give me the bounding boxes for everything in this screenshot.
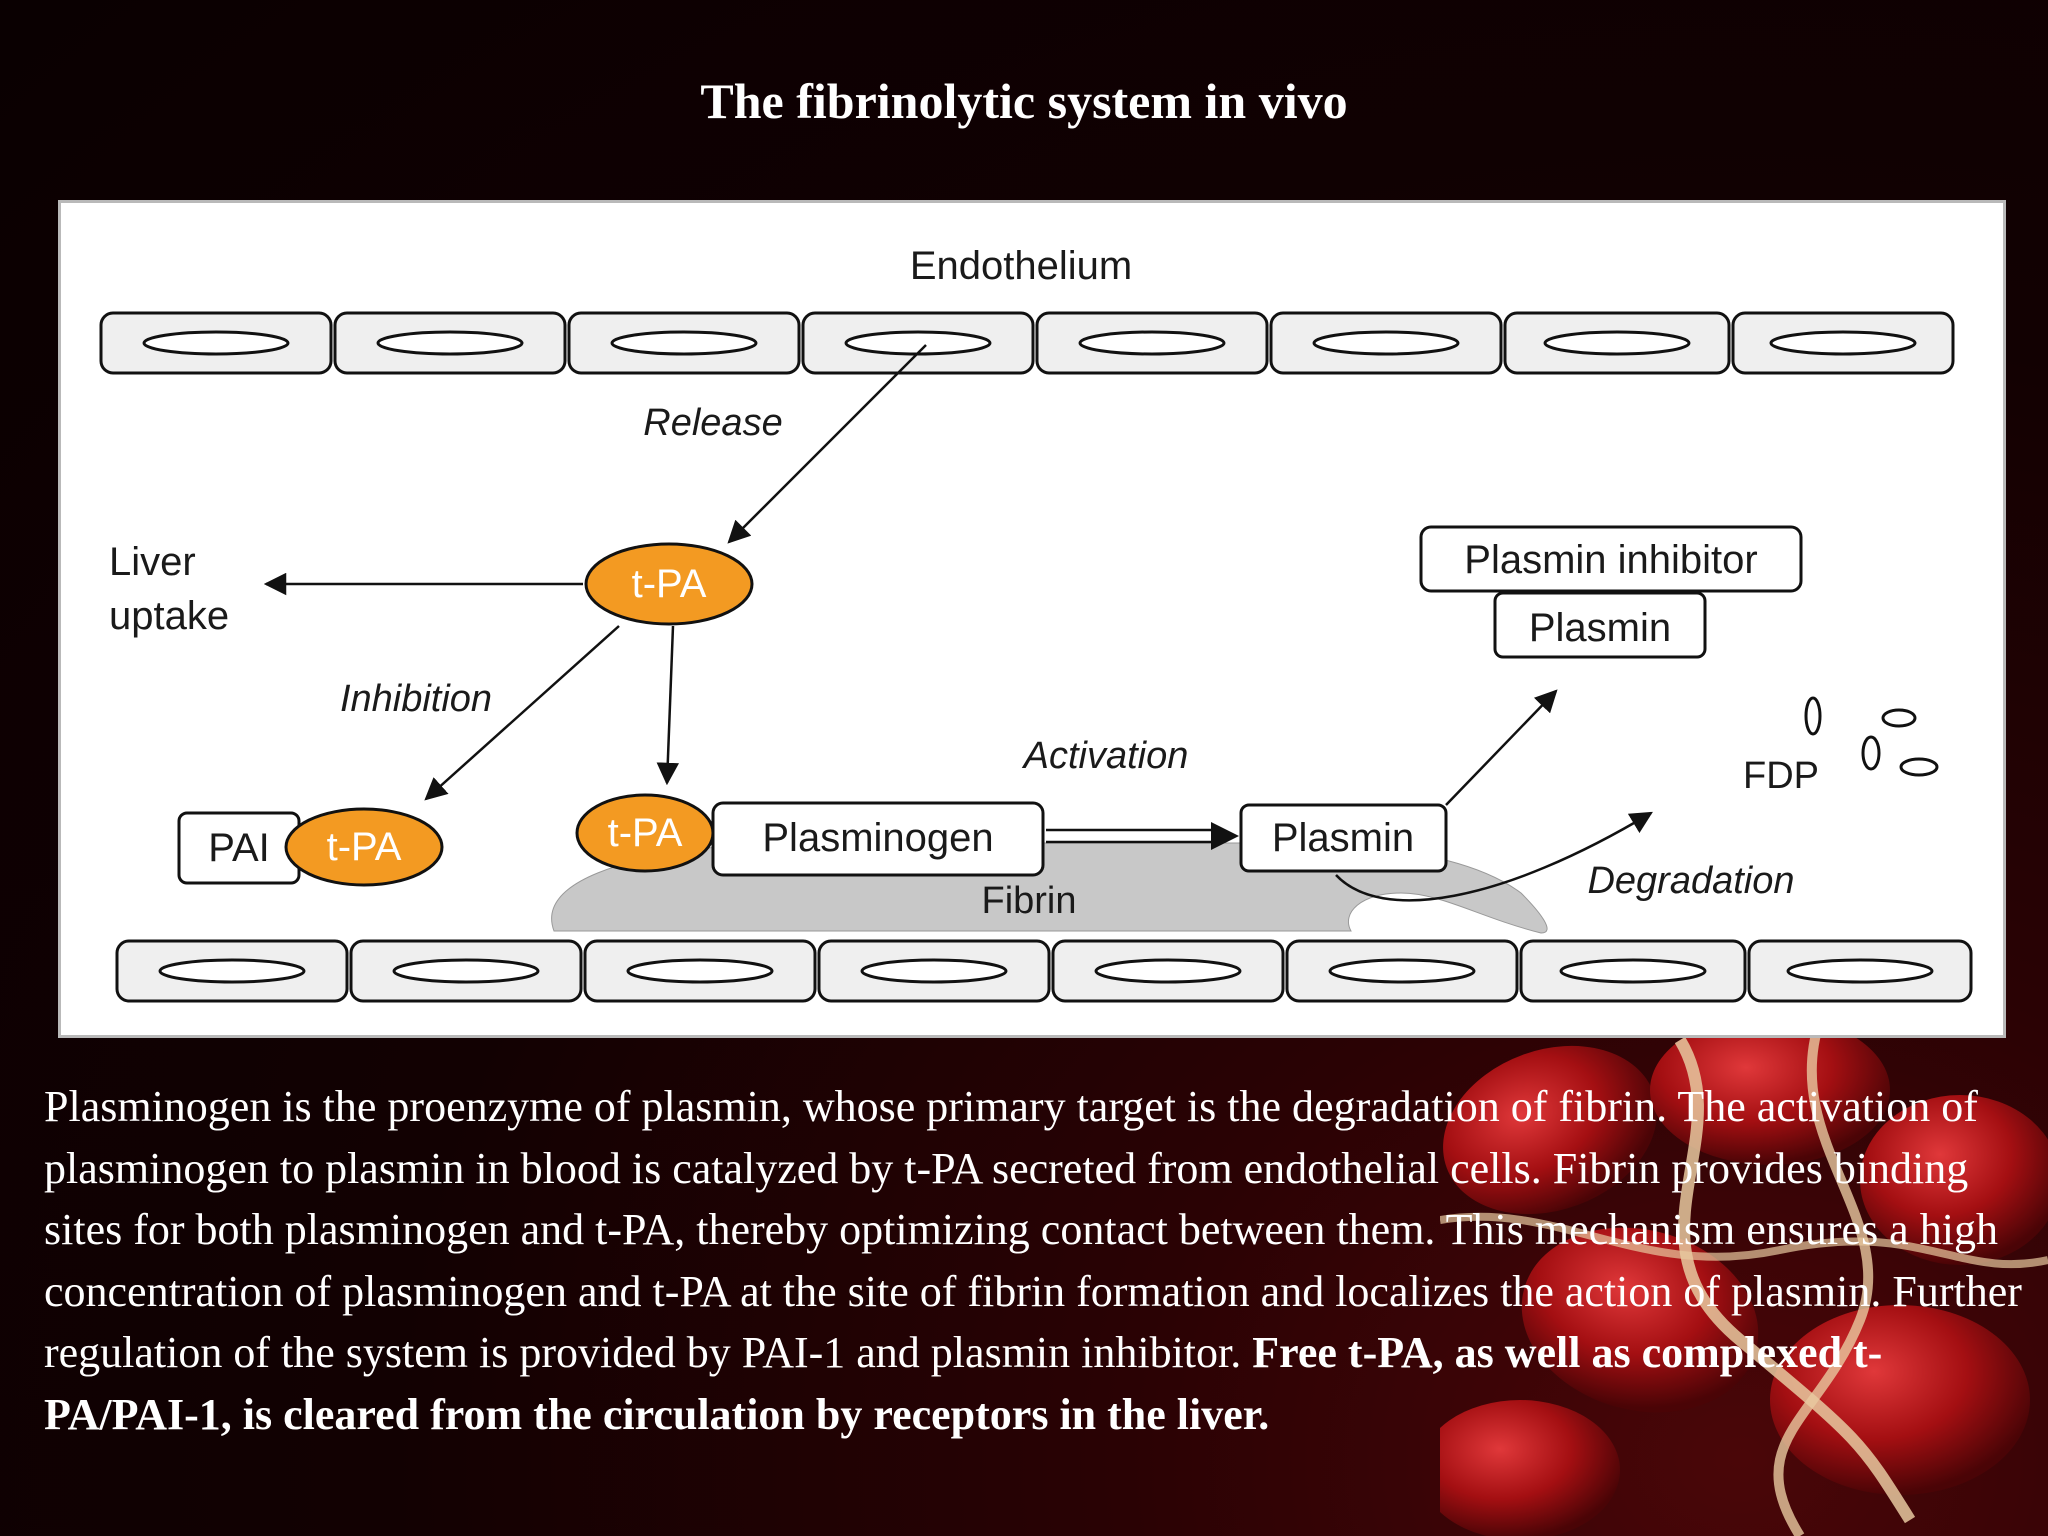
cell-nucleus (1543, 330, 1691, 356)
plasmin-inhibitor-label: Plasmin inhibitor (1464, 538, 1757, 582)
tpa-complex-label: t-PA (327, 825, 402, 869)
plasmin-complex-box (1493, 591, 1707, 659)
fdp-label: FDP (1743, 755, 1819, 797)
cell-nucleus (142, 330, 290, 356)
top-endothelium (99, 311, 1955, 375)
activation-arrowhead (1211, 822, 1239, 850)
plasminogen-box (711, 801, 1045, 877)
plasmin-complex-label: Plasmin (1529, 606, 1671, 650)
plasmin-box (1239, 803, 1448, 873)
fibrin-label: Fibrin (981, 880, 1076, 922)
cell-nucleus (158, 958, 306, 984)
cell-nucleus (1078, 330, 1226, 356)
activation-label: Activation (1022, 735, 1189, 777)
fdp-fragment (1899, 757, 1939, 777)
description-text: Plasminogen is the proenzyme of plasmin,… (44, 1082, 2022, 1377)
fdp-fragment (1804, 696, 1822, 736)
plasmin-label: Plasmin (1272, 816, 1414, 860)
fibrinolysis-diagram: Endothelium Release t-PA Li (58, 200, 2006, 1038)
diagram-canvas: Endothelium Release t-PA Li (99, 244, 1973, 1003)
cell-nucleus (626, 958, 774, 984)
plasminogen-label: Plasminogen (762, 816, 993, 860)
tpa-free-ellipse (584, 542, 754, 626)
inhibition-label: Inhibition (340, 678, 492, 720)
release-arrow (727, 344, 927, 544)
cell-nucleus (1312, 330, 1460, 356)
bottom-endothelium (115, 939, 1973, 1003)
tpa-free-label: t-PA (632, 562, 707, 606)
fdp-fragment (1861, 735, 1881, 771)
cell-nucleus (392, 958, 540, 984)
inhibition-arrow (424, 625, 620, 801)
liver-uptake-label-line1: Liver (109, 540, 196, 584)
endothelium-label: Endothelium (910, 244, 1132, 288)
description-paragraph: Plasminogen is the proenzyme of plasmin,… (44, 1076, 2024, 1445)
tpa-binding-arrow (656, 625, 680, 786)
cell-nucleus (860, 958, 1008, 984)
cell-nucleus (610, 330, 758, 356)
degradation-label: Degradation (1587, 860, 1794, 902)
liver-uptake-label-line2: uptake (109, 594, 229, 638)
plasmin-inhibition-arrow (1445, 689, 1558, 806)
plasmin-inhibitor-box (1419, 525, 1803, 593)
cell-nucleus (1328, 958, 1476, 984)
cell-nucleus (844, 330, 992, 356)
pai-label: PAI (208, 826, 270, 870)
cell-nucleus (1769, 330, 1917, 356)
cell-nucleus (1786, 958, 1934, 984)
tpa-complex-ellipse (284, 807, 444, 887)
tpa-bound-label: t-PA (608, 811, 683, 855)
fdp-fragment (1881, 708, 1917, 728)
fdp-fragments (1804, 696, 1939, 777)
blood-cells-decoration (1440, 1020, 2048, 1536)
degradation-arrow (1335, 811, 1653, 902)
release-label: Release (643, 402, 782, 444)
cell-nucleus (1094, 958, 1242, 984)
cell-nucleus (376, 330, 524, 356)
slide-title: The fibrinolytic system in vivo (700, 73, 1348, 129)
description-bold-text: Free t-PA, as well as complexed t-PA/PAI… (44, 1328, 1883, 1439)
cell-nucleus (1559, 958, 1707, 984)
